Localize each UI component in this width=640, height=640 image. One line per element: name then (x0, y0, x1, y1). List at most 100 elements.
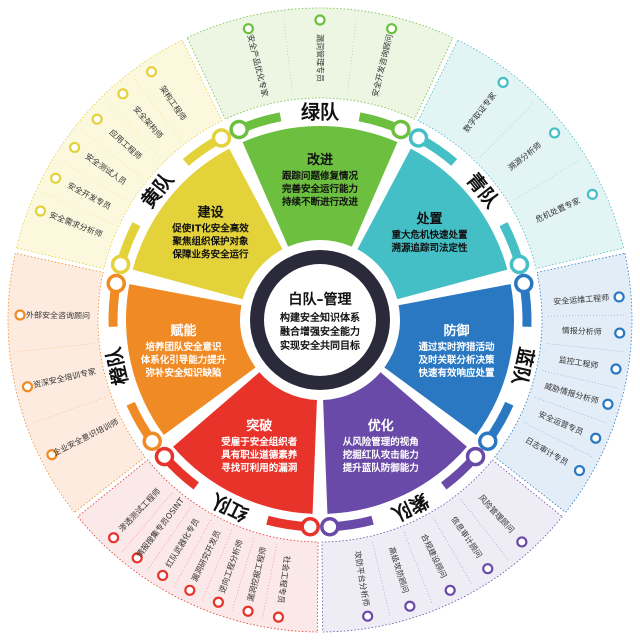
ring-node-icon (408, 128, 429, 148)
role-bullet-icon (242, 605, 254, 617)
role-divider (134, 79, 182, 140)
ring-node-icon (514, 273, 534, 294)
ring-node-icon (300, 517, 320, 537)
wedge-title: 优化 (368, 418, 394, 434)
wedge-description-line: 挖掘红队攻击能力 (343, 449, 419, 461)
wedge-description-line: 具有职业道德素养 (220, 449, 298, 461)
role-divider (231, 538, 255, 612)
function-wedge (242, 125, 398, 247)
ring-node-icon (154, 446, 175, 467)
wedge-title: 突破 (246, 418, 272, 434)
roles-sector-background (321, 459, 563, 633)
team-segment: 企业安全意识培训师资深安全培训专家外部安全咨询顾问橙队赋能培养团队安全意识体系化… (7, 252, 256, 513)
function-wedge (357, 148, 508, 300)
role-divider (33, 396, 106, 424)
team-segment: 风险管理顾问信息审计顾问合规建设顾问高级攻防顾问攻防平台分析师紫队优化从风险管理… (320, 372, 563, 633)
wedge-description-line: 持续不断进行改进 (282, 196, 359, 208)
role-bullet-icon (50, 172, 62, 184)
roles-sector-background (7, 252, 146, 513)
wedge-description-line: 保障业务安全运行 (172, 249, 250, 261)
role-bullet-icon (548, 127, 561, 139)
role-bullet-icon (69, 141, 81, 154)
role-bullet-icon (516, 536, 528, 548)
wedge-description-line: 聚焦组织保护对象 (172, 236, 250, 248)
role-bullet-icon (386, 23, 398, 35)
center-description-line: 融合增强安全能力 (280, 325, 360, 338)
ring-node-icon (106, 273, 126, 294)
ring-node-icon (320, 517, 340, 537)
role-divider (283, 18, 293, 94)
wedge-description-line: 快速有效响应处置 (418, 367, 495, 379)
wedge-description-line: 体系化引导能力提升 (141, 354, 227, 366)
role-bullet-icon (314, 14, 326, 26)
role-divider (372, 541, 391, 616)
ring-node-icon (478, 431, 498, 452)
wedge-description-line: 溯源追踪司法定性 (391, 242, 468, 254)
role-bullet-icon (614, 327, 626, 339)
role-bullet-icon (34, 205, 47, 217)
roles-sector-background (77, 459, 319, 633)
role-divider (147, 507, 191, 571)
wedge-description-line: 通过实时狩猎活动 (418, 341, 495, 353)
role-divider (403, 531, 433, 603)
role-divider (542, 370, 617, 388)
ring-node-icon (465, 446, 486, 467)
center-disc (264, 264, 376, 376)
role-bullet-icon (586, 188, 599, 200)
roles-sector-background (494, 252, 633, 513)
role-bullet-icon (242, 23, 254, 35)
role-bullet-icon (46, 449, 58, 461)
ring-node-icon (391, 119, 411, 140)
ring-node-icon (211, 128, 232, 148)
wedge-description-line: 弥补安全知识缺陷 (146, 367, 222, 379)
wedge-description-line: 受雇于安全组织者 (221, 436, 298, 448)
role-divider (82, 130, 142, 179)
wedge-description-line: 提升蓝队防御能力 (343, 462, 419, 474)
wedge-description-line: 跟踪问题修复情况 (282, 170, 359, 182)
role-divider (546, 343, 623, 352)
wedge-title: 改进 (307, 152, 333, 168)
roles-sector-background (417, 39, 625, 270)
role-divider (513, 160, 579, 201)
team-segment: 社会工程专员漏洞挖掘工程师逆向工程分析师漏洞研究开发员红队武器化专员情报搜集专员… (77, 372, 320, 633)
role-divider (262, 543, 278, 619)
wedge-title: 处置 (415, 211, 442, 227)
function-wedge (384, 284, 514, 436)
center-title: 白队–管理 (289, 291, 352, 308)
role-bullet-icon (602, 398, 614, 410)
function-wedge (125, 284, 256, 436)
role-divider (460, 499, 508, 560)
ring-node-icon (509, 254, 530, 275)
wedge-title: 防御 (443, 323, 469, 339)
role-bullet-icon (404, 600, 416, 612)
role-divider (122, 493, 173, 552)
role-bullet-icon (157, 569, 169, 582)
wedge-description-line: 促使IT化安全高效 (171, 223, 249, 235)
role-bullet-icon (590, 432, 602, 444)
ring-node-icon (142, 431, 162, 452)
role-bullet-icon (362, 610, 374, 622)
wedge-description-line: 从风险管理的视角 (343, 436, 419, 448)
role-divider (433, 517, 472, 584)
role-bullet-icon (131, 552, 143, 564)
role-bullet-icon (117, 88, 129, 100)
team-segment: 安全需求分析师安全开发专员安全测试人员应用工程师安全架构师架构工程师黄队建设促使… (15, 39, 283, 300)
role-divider (106, 103, 161, 158)
role-bullet-icon (212, 596, 224, 608)
role-bullet-icon (444, 584, 456, 596)
role-divider (61, 160, 127, 201)
role-label: 外部安全咨询顾问 (26, 310, 90, 321)
role-divider (202, 530, 233, 601)
team-label: 绿队 (301, 101, 340, 124)
team-segment: 安全产品优化专家漏洞管理专员安全开发咨询顾问绿队改进跟踪问题修复情况完善安全运行… (186, 7, 454, 247)
role-divider (347, 18, 357, 94)
wedge-title: 建设 (198, 205, 225, 221)
ring-node-icon (110, 254, 131, 275)
role-bullet-icon (14, 309, 26, 321)
roles-sector-background (186, 7, 454, 120)
role-label: 安全运维工程师 (553, 292, 610, 306)
role-label: 情报分析师 (562, 325, 602, 337)
